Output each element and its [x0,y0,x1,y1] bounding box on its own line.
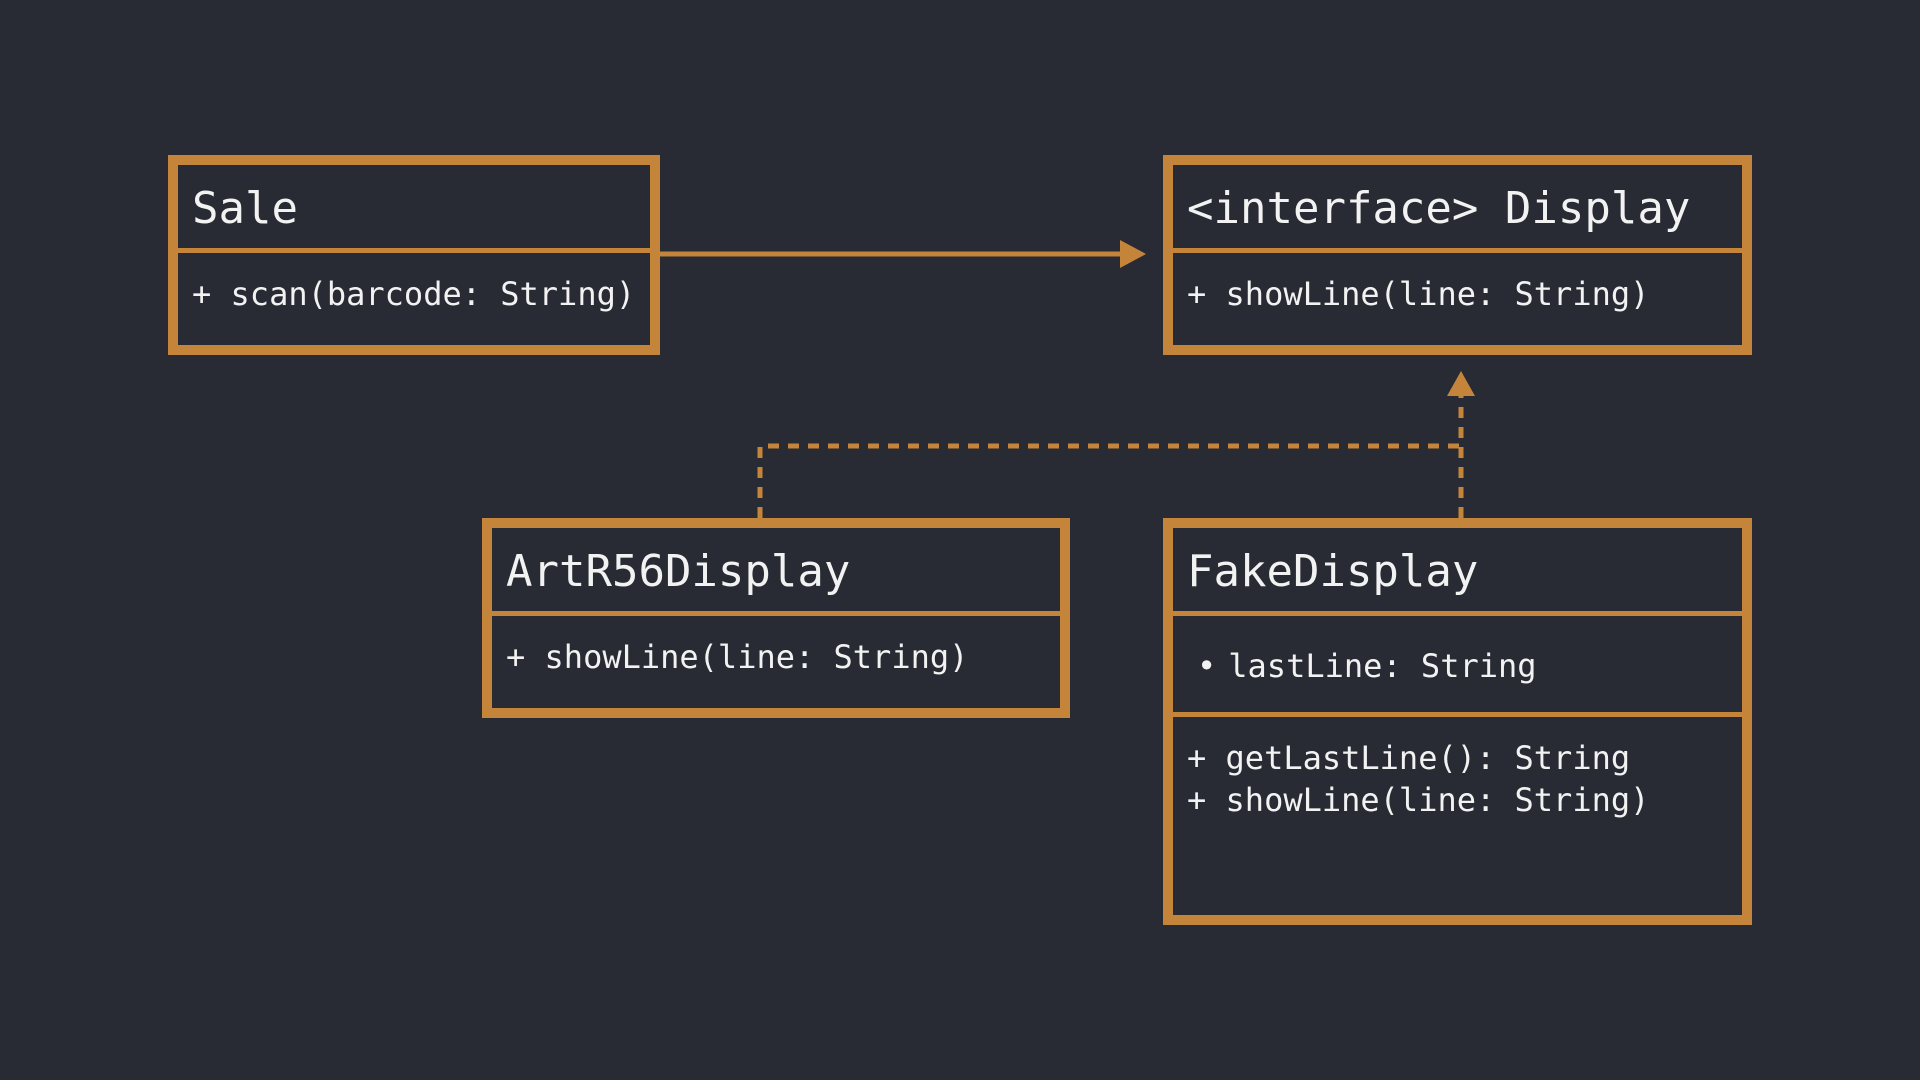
method-showline: + showLine(line: String) [1187,781,1650,819]
methods-section: + showLine(line: String) [492,616,1060,678]
method-scan: + scan(barcode: String) [192,275,636,313]
method-showline: + showLine(line: String) [506,638,969,676]
interface-display[interactable]: <interface> Display + showLine(line: Str… [1163,155,1752,355]
method-showline: + showLine(line: String) [1187,275,1650,313]
methods-section: + showLine(line: String) [1173,253,1742,315]
attributes-section: • lastLine: String [1173,616,1742,717]
class-sale[interactable]: Sale + scan(barcode: String) [168,155,660,355]
class-name: <interface> Display [1173,165,1742,253]
methods-section: + getLastLine(): String + showLine(line:… [1173,717,1742,821]
association-arrowhead [1120,240,1146,268]
realization-line-artr56-to-display [757,443,1460,518]
class-artr56display[interactable]: ArtR56Display + showLine(line: String) [482,518,1070,718]
attribute-bullet: • [1197,647,1217,685]
attribute-lastline: lastLine: String [1228,647,1537,685]
class-name: Sale [178,165,650,253]
method-getlastline: + getLastLine(): String [1187,739,1631,777]
class-name: FakeDisplay [1173,528,1742,616]
realization-arrowhead [1447,371,1475,396]
class-fakedisplay[interactable]: FakeDisplay • lastLine: String + getLastL… [1163,518,1752,925]
class-name: ArtR56Display [492,528,1060,616]
methods-section: + scan(barcode: String) [178,253,650,315]
